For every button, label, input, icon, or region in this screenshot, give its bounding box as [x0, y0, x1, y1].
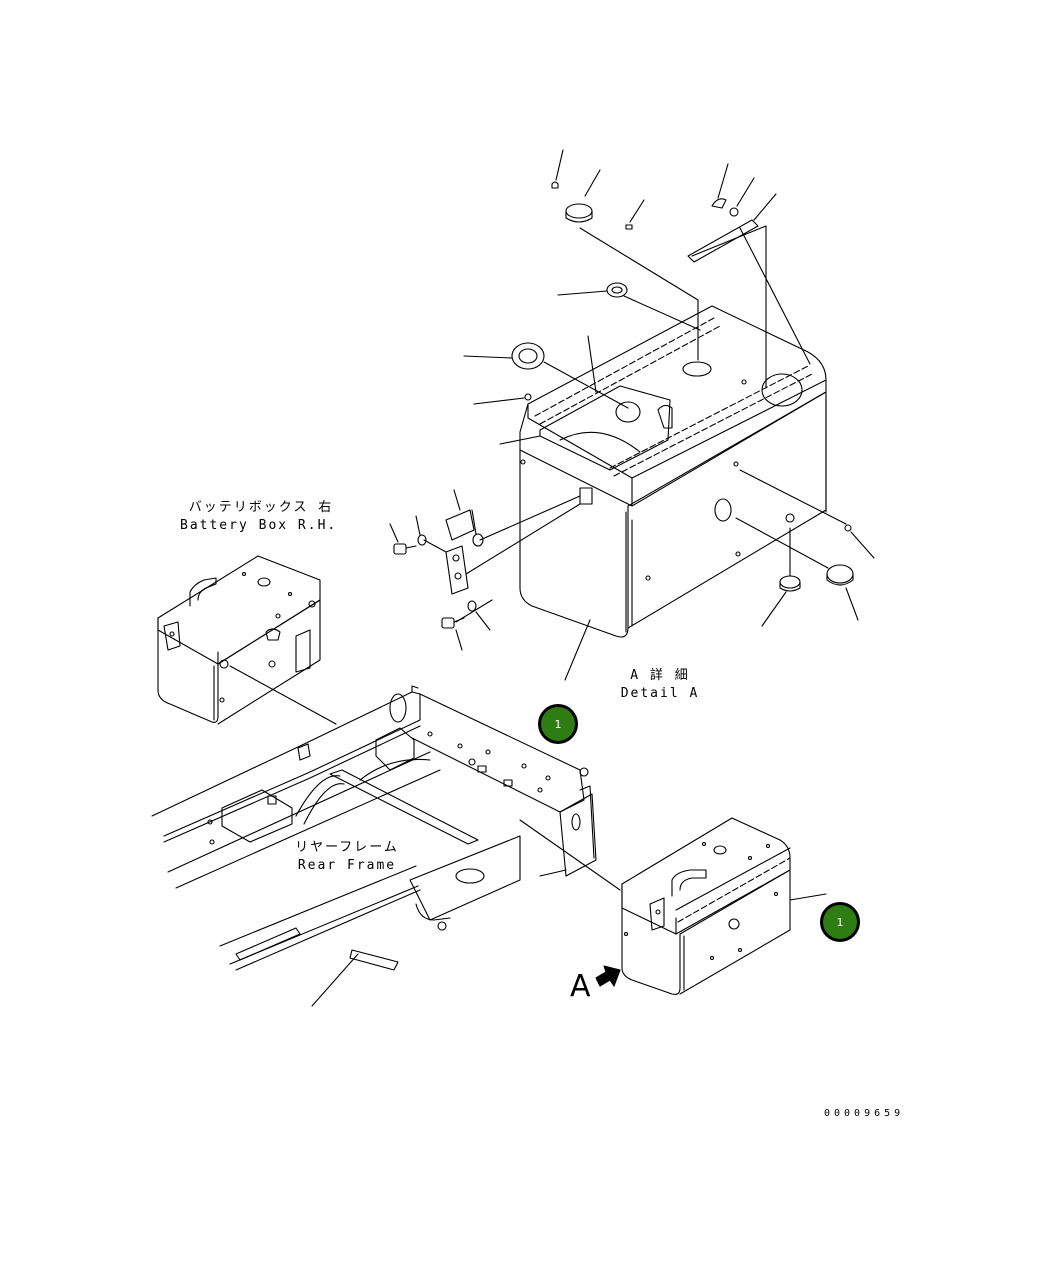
battery-box-rh	[158, 556, 336, 724]
part-callout-lower[interactable]: 1	[820, 902, 860, 942]
battery-box-label-en: Battery Box R.H.	[180, 518, 338, 533]
detail-battery-box	[520, 306, 826, 637]
detail-a-label-jp: A 詳 細	[630, 668, 690, 683]
detail-a-label-en: Detail A	[620, 686, 700, 701]
view-arrow	[596, 966, 620, 986]
battery-box-label-jp: バッテリボックス 右	[188, 500, 334, 515]
rear-frame	[152, 686, 620, 1006]
detail-hinge-hardware	[390, 490, 580, 650]
detail-caps	[565, 470, 874, 680]
rear-frame-label-jp: リヤーフレーム	[295, 840, 399, 855]
part-callout-upper[interactable]: 1	[538, 704, 578, 744]
battery-box-installed	[622, 818, 826, 994]
detail-small-parts	[464, 150, 810, 444]
rear-frame-label-en: Rear Frame	[297, 858, 397, 873]
drawing-number: 00009659	[824, 1108, 905, 1119]
view-arrow-letter: A	[570, 969, 591, 1004]
